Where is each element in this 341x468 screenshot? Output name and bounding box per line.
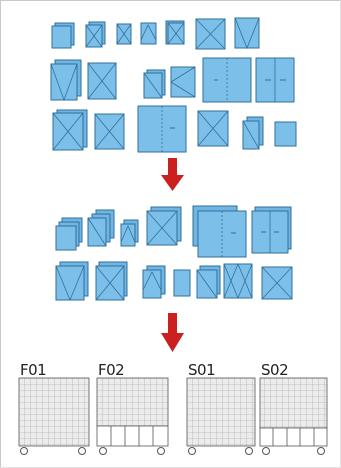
- window-stack: [96, 262, 127, 300]
- window-stack: [174, 270, 190, 296]
- window-panel: [95, 114, 124, 149]
- cart-label-s02: S02: [261, 361, 288, 379]
- window-panel: [196, 19, 225, 49]
- window-panel: [138, 106, 186, 152]
- stage2-panels-row2: [56, 262, 292, 300]
- window-stack: [121, 220, 138, 246]
- window-stack: [56, 262, 88, 300]
- window-panel: [144, 70, 165, 98]
- storage-cart-s02: [260, 378, 327, 455]
- window-panel: [235, 18, 259, 48]
- stage2-panels: [56, 206, 291, 257]
- window-stack: [147, 207, 181, 245]
- window-stack: [224, 264, 252, 298]
- window-stack: [262, 267, 292, 299]
- window-panel: [117, 24, 131, 44]
- cart-label-f02: F02: [98, 361, 124, 379]
- window-panel: [88, 63, 116, 99]
- window-panel: [166, 21, 184, 44]
- window-stack: [193, 206, 246, 257]
- window-panel: [86, 22, 105, 47]
- window-stack: [197, 266, 220, 298]
- window-panel: [141, 23, 156, 44]
- window-panel: [53, 110, 87, 150]
- window-panel: [203, 58, 251, 102]
- window-panel: [275, 122, 296, 146]
- window-stack: [143, 266, 165, 298]
- stage1-panels: [52, 18, 259, 49]
- stage1-panels-row2: [51, 58, 294, 102]
- storage-cart-f01: [19, 378, 89, 455]
- window-panel: [52, 23, 74, 48]
- window-stack: [56, 218, 82, 250]
- window-panel: [198, 111, 228, 146]
- storage-cart-f02: [97, 378, 168, 455]
- stage1-panels-row3: [53, 106, 296, 152]
- window-panel: [51, 60, 81, 100]
- cart-label-s01: S01: [188, 361, 215, 379]
- window-panel: [256, 58, 294, 102]
- window-panel: [171, 67, 195, 97]
- window-stack: [88, 210, 114, 246]
- window-stack: [252, 207, 291, 253]
- storage-cart-s01: [187, 378, 255, 455]
- window-panel: [243, 117, 263, 149]
- down-arrow-icon: [161, 158, 184, 191]
- cart-label-f01: F01: [20, 361, 46, 379]
- down-arrow-icon: [161, 313, 184, 352]
